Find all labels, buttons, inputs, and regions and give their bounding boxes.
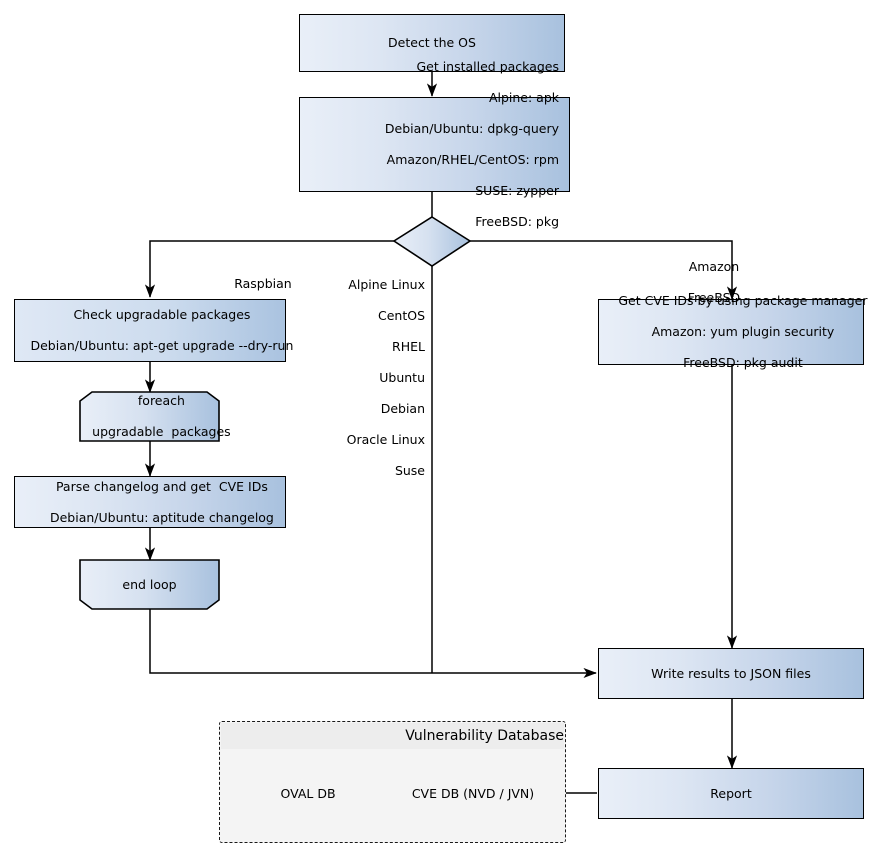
node-foreach-loop-label: foreach upgradable packages	[92, 393, 231, 440]
node-end-loop[interactable]: end loop	[80, 560, 219, 609]
node-report-label: Report	[710, 785, 752, 801]
foreach-shape	[79, 391, 220, 442]
endloop-shape	[79, 559, 220, 610]
node-check-upgradable-packages-label: Check upgradable packages Debian/Ubuntu:…	[30, 307, 294, 354]
node-detect-the-os[interactable]: Detect the OS	[299, 14, 565, 72]
edge-endloop-to-write	[149, 609, 597, 679]
node-end-loop-label: end loop	[122, 576, 177, 592]
node-parse-changelog[interactable]: Parse changelog and get CVE IDs Debian/U…	[14, 476, 286, 528]
vulnerability-database-title-band: Vulnerability Database	[221, 723, 564, 749]
node-get-installed-packages[interactable]: Get installed packages Alpine: apk Debia…	[299, 59, 570, 229]
node-foreach-loop[interactable]: foreach upgradable packages	[80, 392, 231, 441]
vulnerability-database-title: Vulnerability Database	[405, 728, 564, 744]
node-parse-changelog-label: Parse changelog and get CVE IDs Debian/U…	[49, 478, 274, 525]
edge-label-amazon-freebsd: Amazon FreeBSD	[687, 258, 741, 305]
node-detect-the-os-label: Detect the OS	[388, 35, 476, 51]
edge-label-center-os-list: Alpine Linux CentOS RHEL Ubuntu Debian O…	[346, 276, 425, 478]
node-get-installed-packages-label: Get installed packages Alpine: apk Debia…	[384, 59, 559, 230]
node-write-results[interactable]: Write results to JSON files	[598, 648, 864, 699]
node-report[interactable]: Report	[598, 768, 864, 819]
node-write-results-label: Write results to JSON files	[651, 665, 811, 681]
node-check-upgradable-packages[interactable]: Check upgradable packages Debian/Ubuntu:…	[14, 299, 293, 362]
